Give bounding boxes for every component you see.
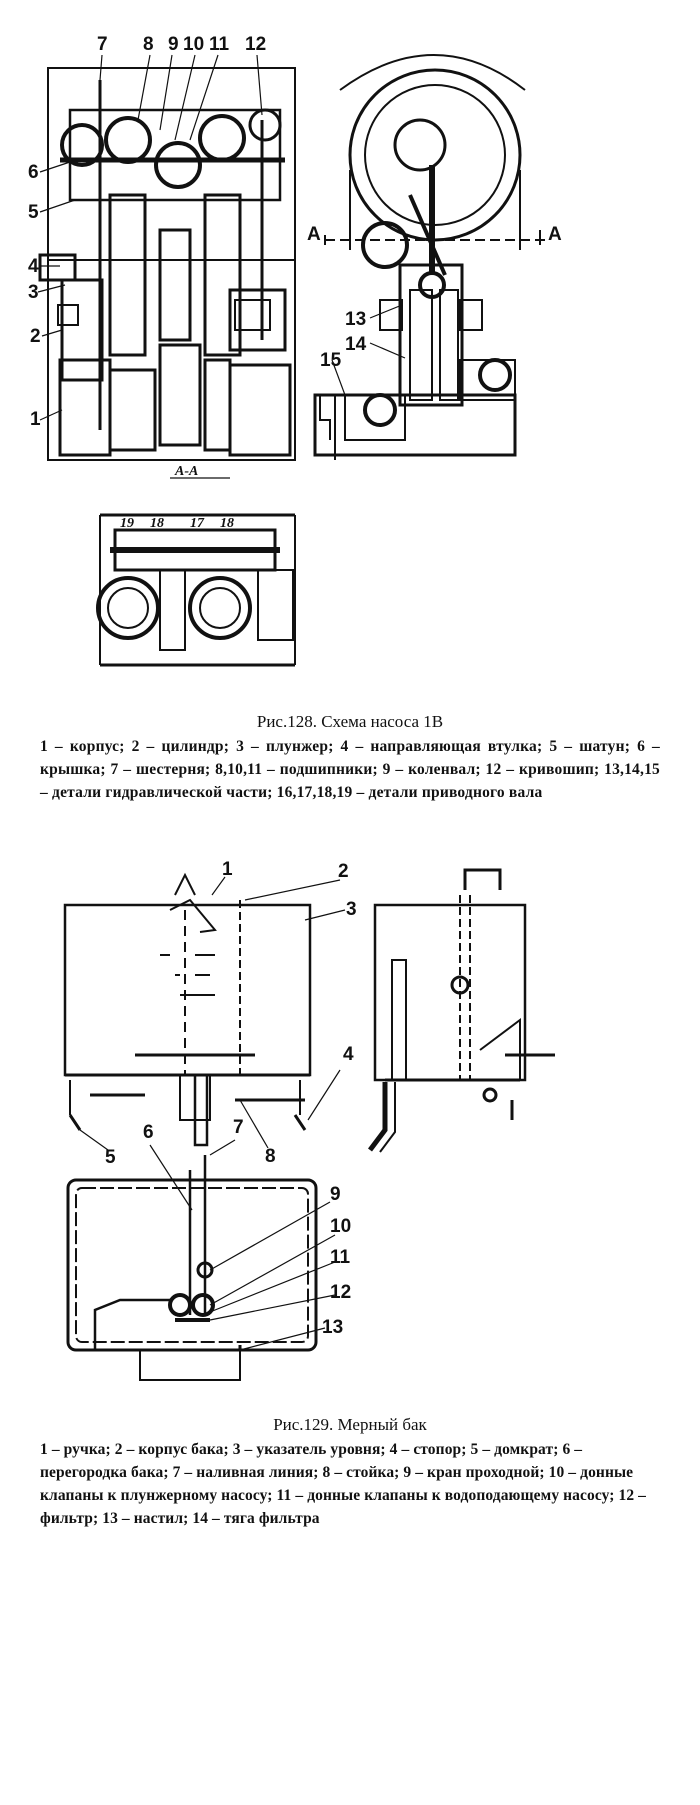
fig129-label-4: 4	[343, 1044, 354, 1065]
fig128-label-11: 11	[209, 34, 230, 55]
fig128-part-labels: 7 8 9 10 11 12 6 5 4 3 2 1 A A 13 14 15 …	[28, 34, 562, 531]
fig129-label-2: 2	[338, 861, 349, 882]
fig128-label-1: 1	[30, 409, 41, 430]
fig128-label-18a: 18	[150, 516, 164, 531]
fig128-label-18b: 18	[220, 516, 234, 531]
measuring-tank-schematic: 1 2 3 4 5 6 7 8 9 10 11 12 13	[63, 859, 555, 1381]
fig128-label-4: 4	[28, 256, 39, 277]
fig128-section-aa: А-А	[174, 464, 198, 479]
fig128-label-10: 10	[183, 34, 204, 55]
fig129-part-labels: 1 2 3 4 5 6 7 8 9 10 11 12 13	[105, 859, 357, 1338]
fig128-label-9: 9	[168, 34, 179, 55]
tank-body-outline	[63, 903, 312, 1077]
fig129-label-13: 13	[322, 1317, 343, 1338]
fig128-caption-legend: 1 – корпус; 2 – цилиндр; 3 – плунжер; 4 …	[40, 738, 660, 801]
fig128-label-8: 8	[143, 34, 154, 55]
fig129-label-11: 11	[330, 1247, 351, 1268]
fig128-label-7: 7	[97, 34, 108, 55]
figure-129-drawing: 1 2 3 4 5 6 7 8 9 10 11 12 13	[0, 850, 700, 1410]
fig129-label-7: 7	[233, 1117, 244, 1138]
fig128-label-2: 2	[30, 326, 41, 347]
fig128-label-5: 5	[28, 202, 39, 223]
fig129-label-12: 12	[330, 1282, 351, 1303]
fig129-label-5: 5	[105, 1147, 116, 1168]
fig129-label-6: 6	[143, 1122, 154, 1143]
fig128-label-17: 17	[190, 516, 205, 531]
fig128-label-19: 19	[120, 516, 134, 531]
fig128-label-13: 13	[345, 309, 366, 330]
fig129-label-9: 9	[330, 1184, 341, 1205]
fig129-label-1: 1	[222, 859, 233, 880]
fig129-label-10: 10	[330, 1216, 351, 1237]
fig128-caption-title: Рис.128. Схема насоса 1В	[256, 712, 444, 731]
fig129-caption-legend: 1 – ручка; 2 – корпус бака; 3 – указател…	[40, 1441, 647, 1527]
fig128-label-3: 3	[28, 282, 39, 303]
figure-128-drawing: 7 8 9 10 11 12 6 5 4 3 2 1 A A 13 14 15 …	[0, 0, 700, 700]
fig128-section-a-left: A	[307, 224, 321, 245]
tank-plan-outline	[66, 1178, 318, 1352]
pump-1v-schematic: 7 8 9 10 11 12 6 5 4 3 2 1 A A 13 14 15 …	[28, 34, 562, 667]
fig129-label-3: 3	[346, 899, 357, 920]
fig129-label-8: 8	[265, 1146, 276, 1167]
fig128-label-6: 6	[28, 162, 39, 183]
fig128-label-14: 14	[345, 334, 367, 355]
fig128-label-15: 15	[320, 350, 342, 371]
fig128-label-12: 12	[245, 34, 266, 55]
fig128-section-a-right: A	[548, 224, 562, 245]
pump-housing-outline	[47, 67, 296, 461]
fig129-caption-title: Рис.129. Мерный бак	[273, 1415, 427, 1434]
